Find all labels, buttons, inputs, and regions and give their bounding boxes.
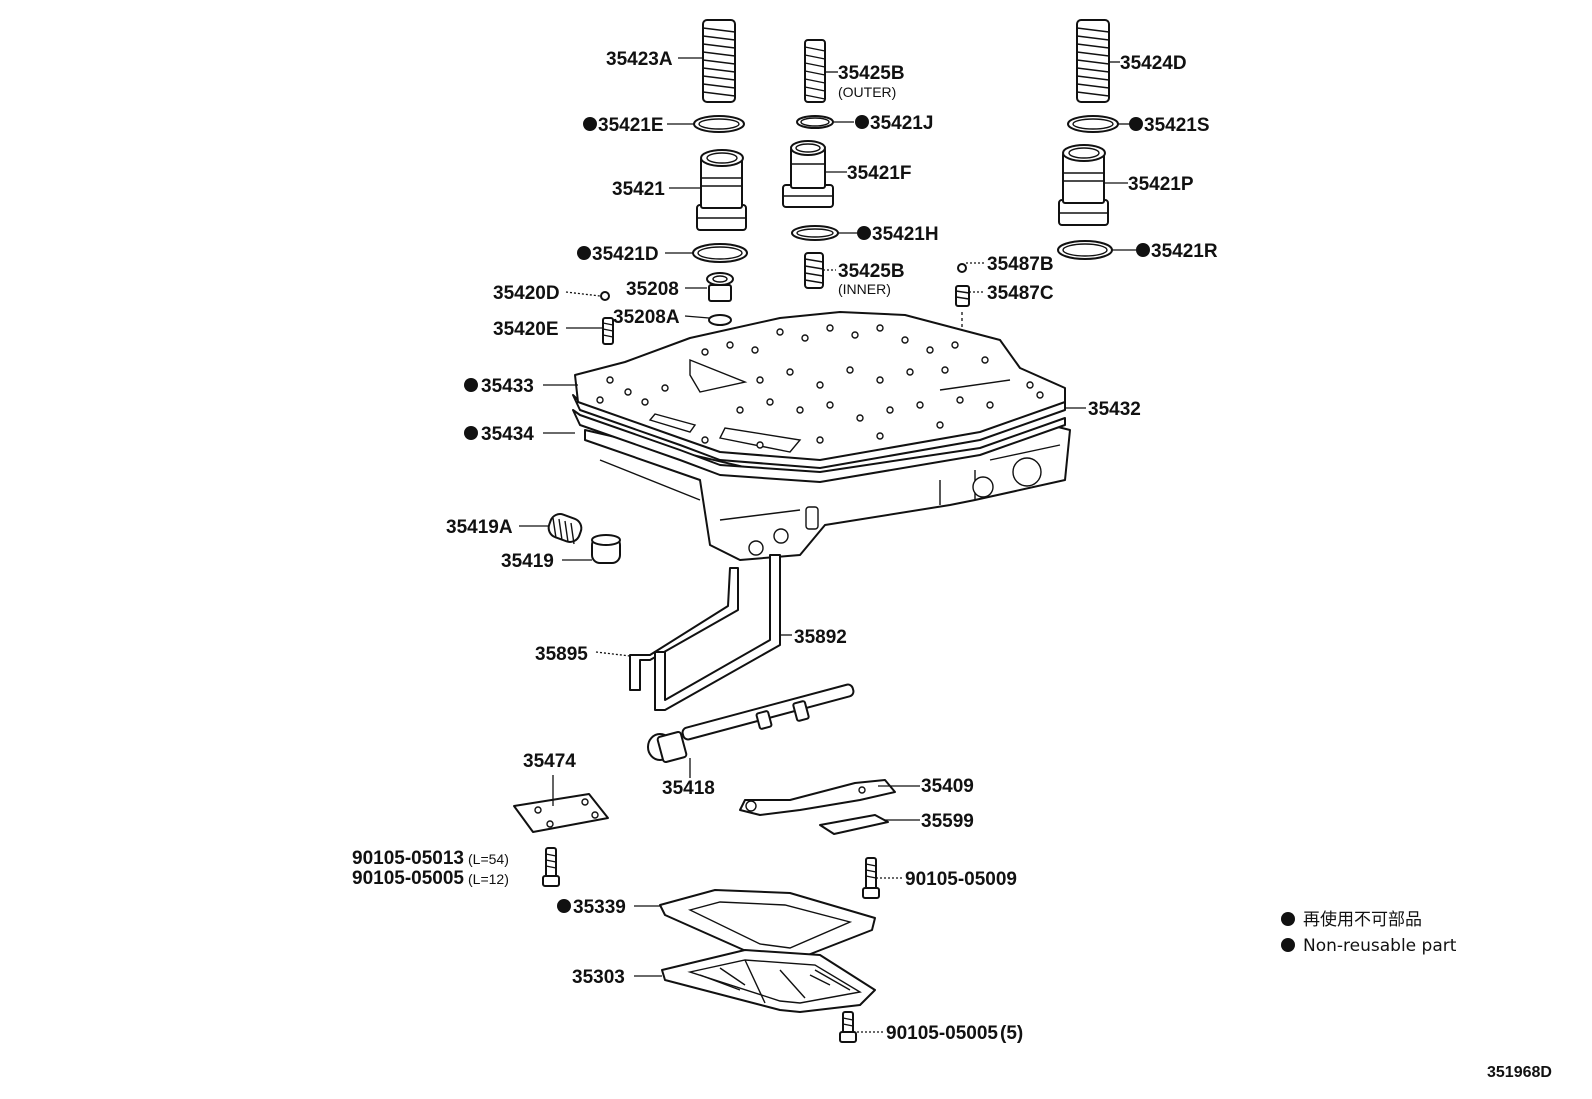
label-35421: 35421 [612,179,665,200]
bolt-90105-05013 [542,847,560,887]
label-35208A: 35208A [613,307,680,328]
gasket-35339 [659,889,876,961]
label-35423A: 35423A [606,49,673,70]
label-35421H: 35421H [872,224,939,245]
pipe-35892 [654,554,781,711]
label-35474: 35474 [523,751,576,772]
label-35208: 35208 [626,279,679,300]
spring-35420E [602,317,614,345]
plate-holes [596,324,1044,449]
label-35425B-outer: 35425B [838,63,905,84]
spring-35425B-inner [804,252,824,289]
spring-35487C [955,285,970,307]
label-35303: 35303 [572,967,625,988]
label-35421D: 35421D [592,244,659,265]
spring-35419A [547,513,583,545]
label-bolt-90105-05005: 90105-05005 [886,1023,998,1044]
label-bolt-quantity: (5) [1000,1023,1023,1044]
label-35424D: 35424D [1120,53,1187,74]
o-ring-35421D [692,243,748,263]
strainer-35303 [661,949,876,1013]
label-35421J: 35421J [870,113,933,134]
o-ring-35421R [1057,240,1113,260]
spring-35423A [702,19,736,103]
label-bolt-length-54: (L=54) [468,851,509,867]
label-35425B-inner: 35425B [838,261,905,282]
sleeve-35421 [696,149,747,231]
label-35421E: 35421E [598,115,664,136]
legend-japanese-text: 再使用不可部品 [1303,909,1422,930]
plate-35599 [819,814,889,835]
o-ring-35421H [791,225,839,241]
part-labels: 35423A 35425B (OUTER) 35424D 35421E 3542… [352,49,1218,1044]
label-35339: 35339 [573,897,626,918]
label-35892: 35892 [794,627,847,648]
sleeve-35421F [782,140,834,208]
label-35421R: 35421R [1151,241,1218,262]
label-35434: 35434 [481,424,534,445]
ball-35487B [957,263,967,273]
sleeve-35421P [1058,144,1109,226]
label-35487C: 35487C [987,283,1054,304]
o-ring-35208A [708,314,732,326]
o-ring-35421S [1067,115,1119,133]
label-35419: 35419 [501,551,554,572]
bolt-90105-05009 [862,857,880,899]
label-35895: 35895 [535,644,588,665]
bolt-90105-05005 [839,1011,857,1043]
label-35409: 35409 [921,776,974,797]
valve-body [572,311,1071,561]
label-35419A: 35419A [446,517,513,538]
label-35420D: 35420D [493,283,560,304]
label-35599: 35599 [921,811,974,832]
detent-spring-35409 [739,779,896,816]
label-bolt-length-12: (L=12) [468,871,509,887]
label-inner-note: (INNER) [838,281,891,297]
label-bolt-90105-05013: 90105-05013 [352,848,464,869]
plug-35419 [591,534,621,564]
non-reusable-markers [464,115,1150,913]
label-35432: 35432 [1088,399,1141,420]
legend-dot-japanese [1281,912,1295,926]
manual-valve-35418 [647,683,855,763]
label-35487B: 35487B [987,254,1054,275]
plug-35208 [706,272,734,302]
label-bolt-90105-05005-l12: 90105-05005 [352,868,464,889]
legend: 再使用不可部品 Non-reusable part [1281,909,1457,956]
label-35421S: 35421S [1144,115,1210,136]
figure-code: 351968D [1487,1064,1552,1081]
cover-35474 [513,793,609,833]
spring-35424D [1076,19,1110,103]
label-bolt-90105-05009: 90105-05009 [905,869,1017,890]
label-35433: 35433 [481,376,534,397]
label-35418: 35418 [662,778,715,799]
legend-dot-english [1281,938,1295,952]
label-35421F: 35421F [847,163,911,184]
spring-35425B-outer [804,39,826,103]
leader-lines [519,57,1136,1033]
label-outer-note: (OUTER) [838,84,896,100]
label-35420E: 35420E [493,319,559,340]
ball-35420D [600,291,610,301]
legend-english-text: Non-reusable part [1303,936,1457,956]
o-ring-35421E [693,115,745,133]
o-ring-35421J [796,115,834,129]
pipe-35895 [629,567,739,691]
label-35421P: 35421P [1128,174,1194,195]
